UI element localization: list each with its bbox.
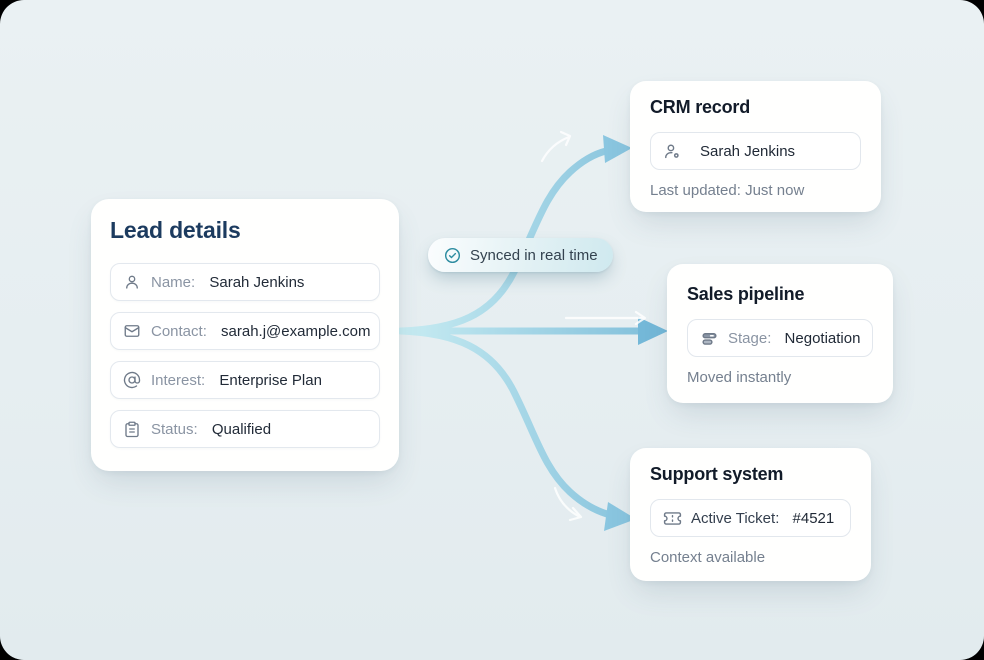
field-label: Name: [151, 273, 200, 291]
crm-record-title: CRM record [650, 97, 751, 117]
sales-pipeline-card: Sales pipeline Stage: Negotiation Moved … [667, 264, 893, 403]
crm-record-card: CRM record Sarah Jenkins Last updated: J… [630, 81, 881, 212]
field-value: sarah.j@example.com [221, 322, 371, 340]
mail-icon [123, 322, 141, 340]
user-badge-icon [663, 142, 682, 161]
at-sign-icon [123, 371, 141, 389]
chip-label: Active Ticket: [691, 509, 784, 527]
chip-value: Sarah Jenkins [700, 142, 796, 160]
clipboard-icon [123, 420, 141, 438]
arrowhead-sales [638, 317, 668, 345]
field-label: Interest: [151, 371, 210, 389]
field-value: Sarah Jenkins [209, 273, 305, 291]
lead-details-title: Lead details [110, 217, 241, 243]
field-value: Qualified [211, 420, 272, 438]
field-label: Contact: [151, 322, 212, 340]
user-icon [123, 273, 141, 291]
arrow-to-support [397, 327, 611, 518]
sales-status-text: Moved instantly [687, 369, 792, 386]
chip-label: Stage: [728, 329, 776, 347]
sales-stage-chip: Stage: Negotiation [687, 319, 873, 357]
pipeline-stages-icon [700, 329, 719, 348]
lead-field-interest: Interest: Enterprise Plan [110, 361, 380, 399]
lead-details-card: Lead details Name: Sarah Jenkins Contact… [91, 199, 399, 471]
check-circle-icon [443, 246, 462, 265]
sync-status-label: Synced in real time [470, 246, 598, 264]
chip-value: #4521 [792, 509, 835, 527]
arrowhead-crm [603, 135, 632, 163]
arrow-branches [397, 147, 644, 518]
support-system-title: Support system [650, 464, 784, 484]
support-ticket-chip: Active Ticket: #4521 [650, 499, 851, 537]
sync-status-badge: Synced in real time [428, 238, 613, 272]
chip-value: Negotiation [784, 329, 861, 347]
lead-field-status: Status: Qualified [110, 410, 380, 448]
support-status-text: Context available [650, 549, 766, 566]
lead-field-name: Name: Sarah Jenkins [110, 263, 380, 301]
lead-field-contact: Contact: sarah.j@example.com [110, 312, 380, 350]
crm-status-text: Last updated: Just now [650, 182, 805, 199]
ticket-icon [663, 509, 682, 528]
field-label: Status: [151, 420, 202, 438]
field-value: Enterprise Plan [219, 371, 322, 389]
support-system-card: Support system Active Ticket: #4521 Cont… [630, 448, 871, 581]
crm-contact-chip: Sarah Jenkins [650, 132, 861, 170]
sales-pipeline-title: Sales pipeline [687, 284, 805, 304]
